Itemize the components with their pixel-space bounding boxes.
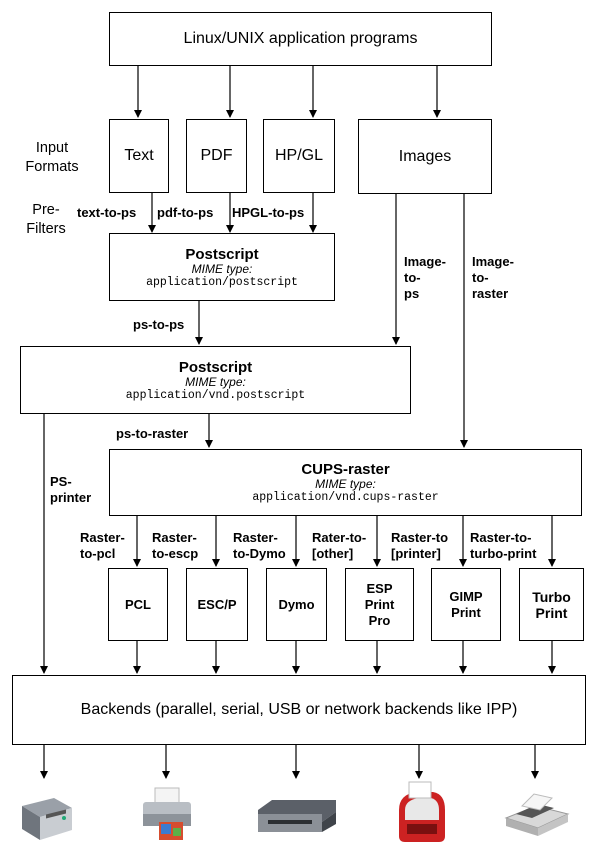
cups-raster-mime-label: MIME type:: [315, 477, 376, 491]
driver-gimp-print-label: GIMP Print: [449, 588, 483, 620]
vnd-postscript-mime-label: MIME type:: [185, 374, 246, 389]
application-programs-box: Linux/UNIX application programs: [109, 12, 492, 66]
driver-turbo-print-label: Turbo Print: [532, 588, 571, 621]
pdf-to-ps-filter: pdf-to-ps: [157, 205, 214, 220]
raster-to-turbo-print-filter: Raster-to- turbo-print: [470, 530, 537, 561]
label-printer-image: [399, 781, 445, 842]
backends-label: Backends (parallel, serial, USB or netwo…: [80, 701, 518, 718]
ps-to-raster-filter: ps-to-raster: [116, 426, 189, 441]
postscript-mime-type: application/postscript: [146, 275, 298, 289]
input-pdf-box: PDF: [186, 119, 247, 193]
raster-to-printer-filter: Raster-to [printer]: [391, 530, 449, 561]
driver-esp-print-pro-box: ESP Print Pro: [345, 568, 414, 641]
ps-to-ps-filter: ps-to-ps: [133, 317, 185, 332]
raster-to-other-filter: Rater-to- [other]: [312, 530, 367, 561]
dot-matrix-printer-image: [504, 793, 570, 836]
input-hpgl-label: HP/GL: [274, 147, 323, 164]
driver-escp-box: ESC/P: [186, 568, 248, 641]
image-to-ps-filter: Image- to- ps: [404, 254, 446, 301]
driver-escp-label: ESC/P: [197, 596, 237, 612]
input-hpgl-box: HP/GL: [263, 119, 335, 193]
postscript-mime-label: MIME type:: [191, 261, 253, 276]
driver-dymo-box: Dymo: [266, 568, 327, 641]
vnd-postscript-title: Postscript: [178, 358, 253, 376]
laser-printer-image: [22, 798, 72, 840]
input-formats-label: Input Formats: [25, 140, 79, 175]
input-images-box: Images: [358, 119, 492, 194]
input-text-box: Text: [109, 119, 169, 193]
raster-to-dymo-filter: Raster- to-Dymo: [233, 530, 286, 561]
input-images-label: Images: [398, 147, 452, 165]
driver-esp-print-pro-label: ESP Print Pro: [364, 580, 395, 628]
application-programs-label: Linux/UNIX application programs: [183, 30, 418, 47]
raster-to-pcl-filter: Raster- to-pcl: [80, 530, 125, 561]
postscript-box: Postscript MIME type: application/postsc…: [109, 233, 335, 301]
cups-raster-mime-type: application/vnd.cups-raster: [252, 491, 439, 504]
cups-raster-box: CUPS-raster MIME type: application/vnd.c…: [109, 449, 582, 516]
hpgl-to-ps-filter: HPGL-to-ps: [232, 205, 305, 220]
wide-format-printer-image: [258, 800, 336, 832]
vnd-postscript-box: Postscript MIME type: application/vnd.po…: [20, 346, 411, 414]
driver-turbo-print-box: Turbo Print: [519, 568, 584, 641]
input-text-label: Text: [124, 147, 154, 164]
postscript-title: Postscript: [185, 245, 259, 263]
cups-raster-title: CUPS-raster: [301, 461, 390, 478]
driver-pcl-box: PCL: [108, 568, 168, 641]
pre-filters-label: Pre- Filters: [26, 202, 66, 237]
driver-gimp-print-box: GIMP Print: [431, 568, 501, 641]
photo-inkjet-printer-image: [143, 787, 191, 840]
vnd-postscript-mime-type: application/vnd.postscript: [125, 388, 306, 402]
image-to-raster-filter: Image- to- raster: [472, 254, 514, 301]
driver-pcl-label: PCL: [125, 596, 151, 612]
driver-dymo-label: Dymo: [278, 596, 315, 612]
input-pdf-label: PDF: [200, 147, 233, 164]
raster-to-escp-filter: Raster- to-escp: [152, 530, 199, 561]
ps-printer-path: PS- printer: [50, 474, 92, 505]
text-to-ps-filter: text-to-ps: [77, 205, 137, 220]
backends-box: Backends (parallel, serial, USB or netwo…: [12, 675, 586, 745]
